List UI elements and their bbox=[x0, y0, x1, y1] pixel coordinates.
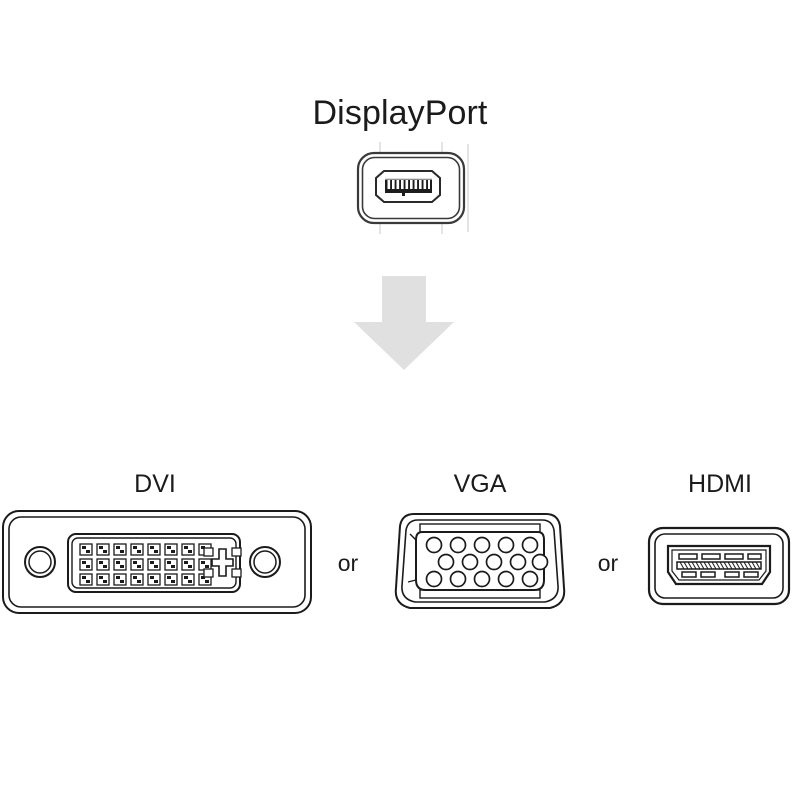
dvi-flat-pin-br bbox=[231, 568, 242, 578]
dvi-cross-pin bbox=[211, 548, 234, 577]
vga-top-bar bbox=[419, 523, 541, 533]
hdmi-connector bbox=[647, 526, 791, 606]
dvi-connector bbox=[2, 510, 312, 614]
displayport-title: DisplayPort bbox=[312, 94, 488, 132]
hdmi-label: HDMI bbox=[688, 470, 752, 498]
vga-pin-grid bbox=[425, 536, 549, 588]
dvi-pin-grid bbox=[79, 543, 212, 586]
dvi-screw-hole-left-inner bbox=[28, 550, 52, 574]
dvi-cross-pin-group bbox=[203, 547, 242, 578]
dp-pin-teeth bbox=[387, 180, 430, 189]
hdmi-bottom-pin-row bbox=[681, 571, 759, 578]
separator-or-1: or bbox=[337, 550, 359, 576]
vga-label: VGA bbox=[453, 470, 507, 498]
hdmi-top-pin-row bbox=[678, 553, 762, 560]
dvi-flat-pin-tl bbox=[203, 547, 214, 557]
vga-connector bbox=[394, 513, 566, 609]
dvi-label: DVI bbox=[134, 470, 176, 498]
dvi-screw-hole-right-inner bbox=[253, 550, 277, 574]
vga-left-bevel bbox=[407, 533, 417, 583]
dvi-flat-pin-tr bbox=[231, 547, 242, 557]
dp-contact-strip bbox=[385, 178, 432, 180]
separator-or-2: or bbox=[597, 550, 619, 576]
vga-bottom-bar bbox=[419, 589, 541, 599]
down-arrow bbox=[354, 276, 454, 370]
displayport-connector bbox=[356, 142, 469, 234]
hdmi-contact-bar bbox=[676, 561, 762, 570]
dvi-flat-pin-bl bbox=[203, 568, 214, 578]
down-arrow-shape bbox=[354, 276, 454, 370]
